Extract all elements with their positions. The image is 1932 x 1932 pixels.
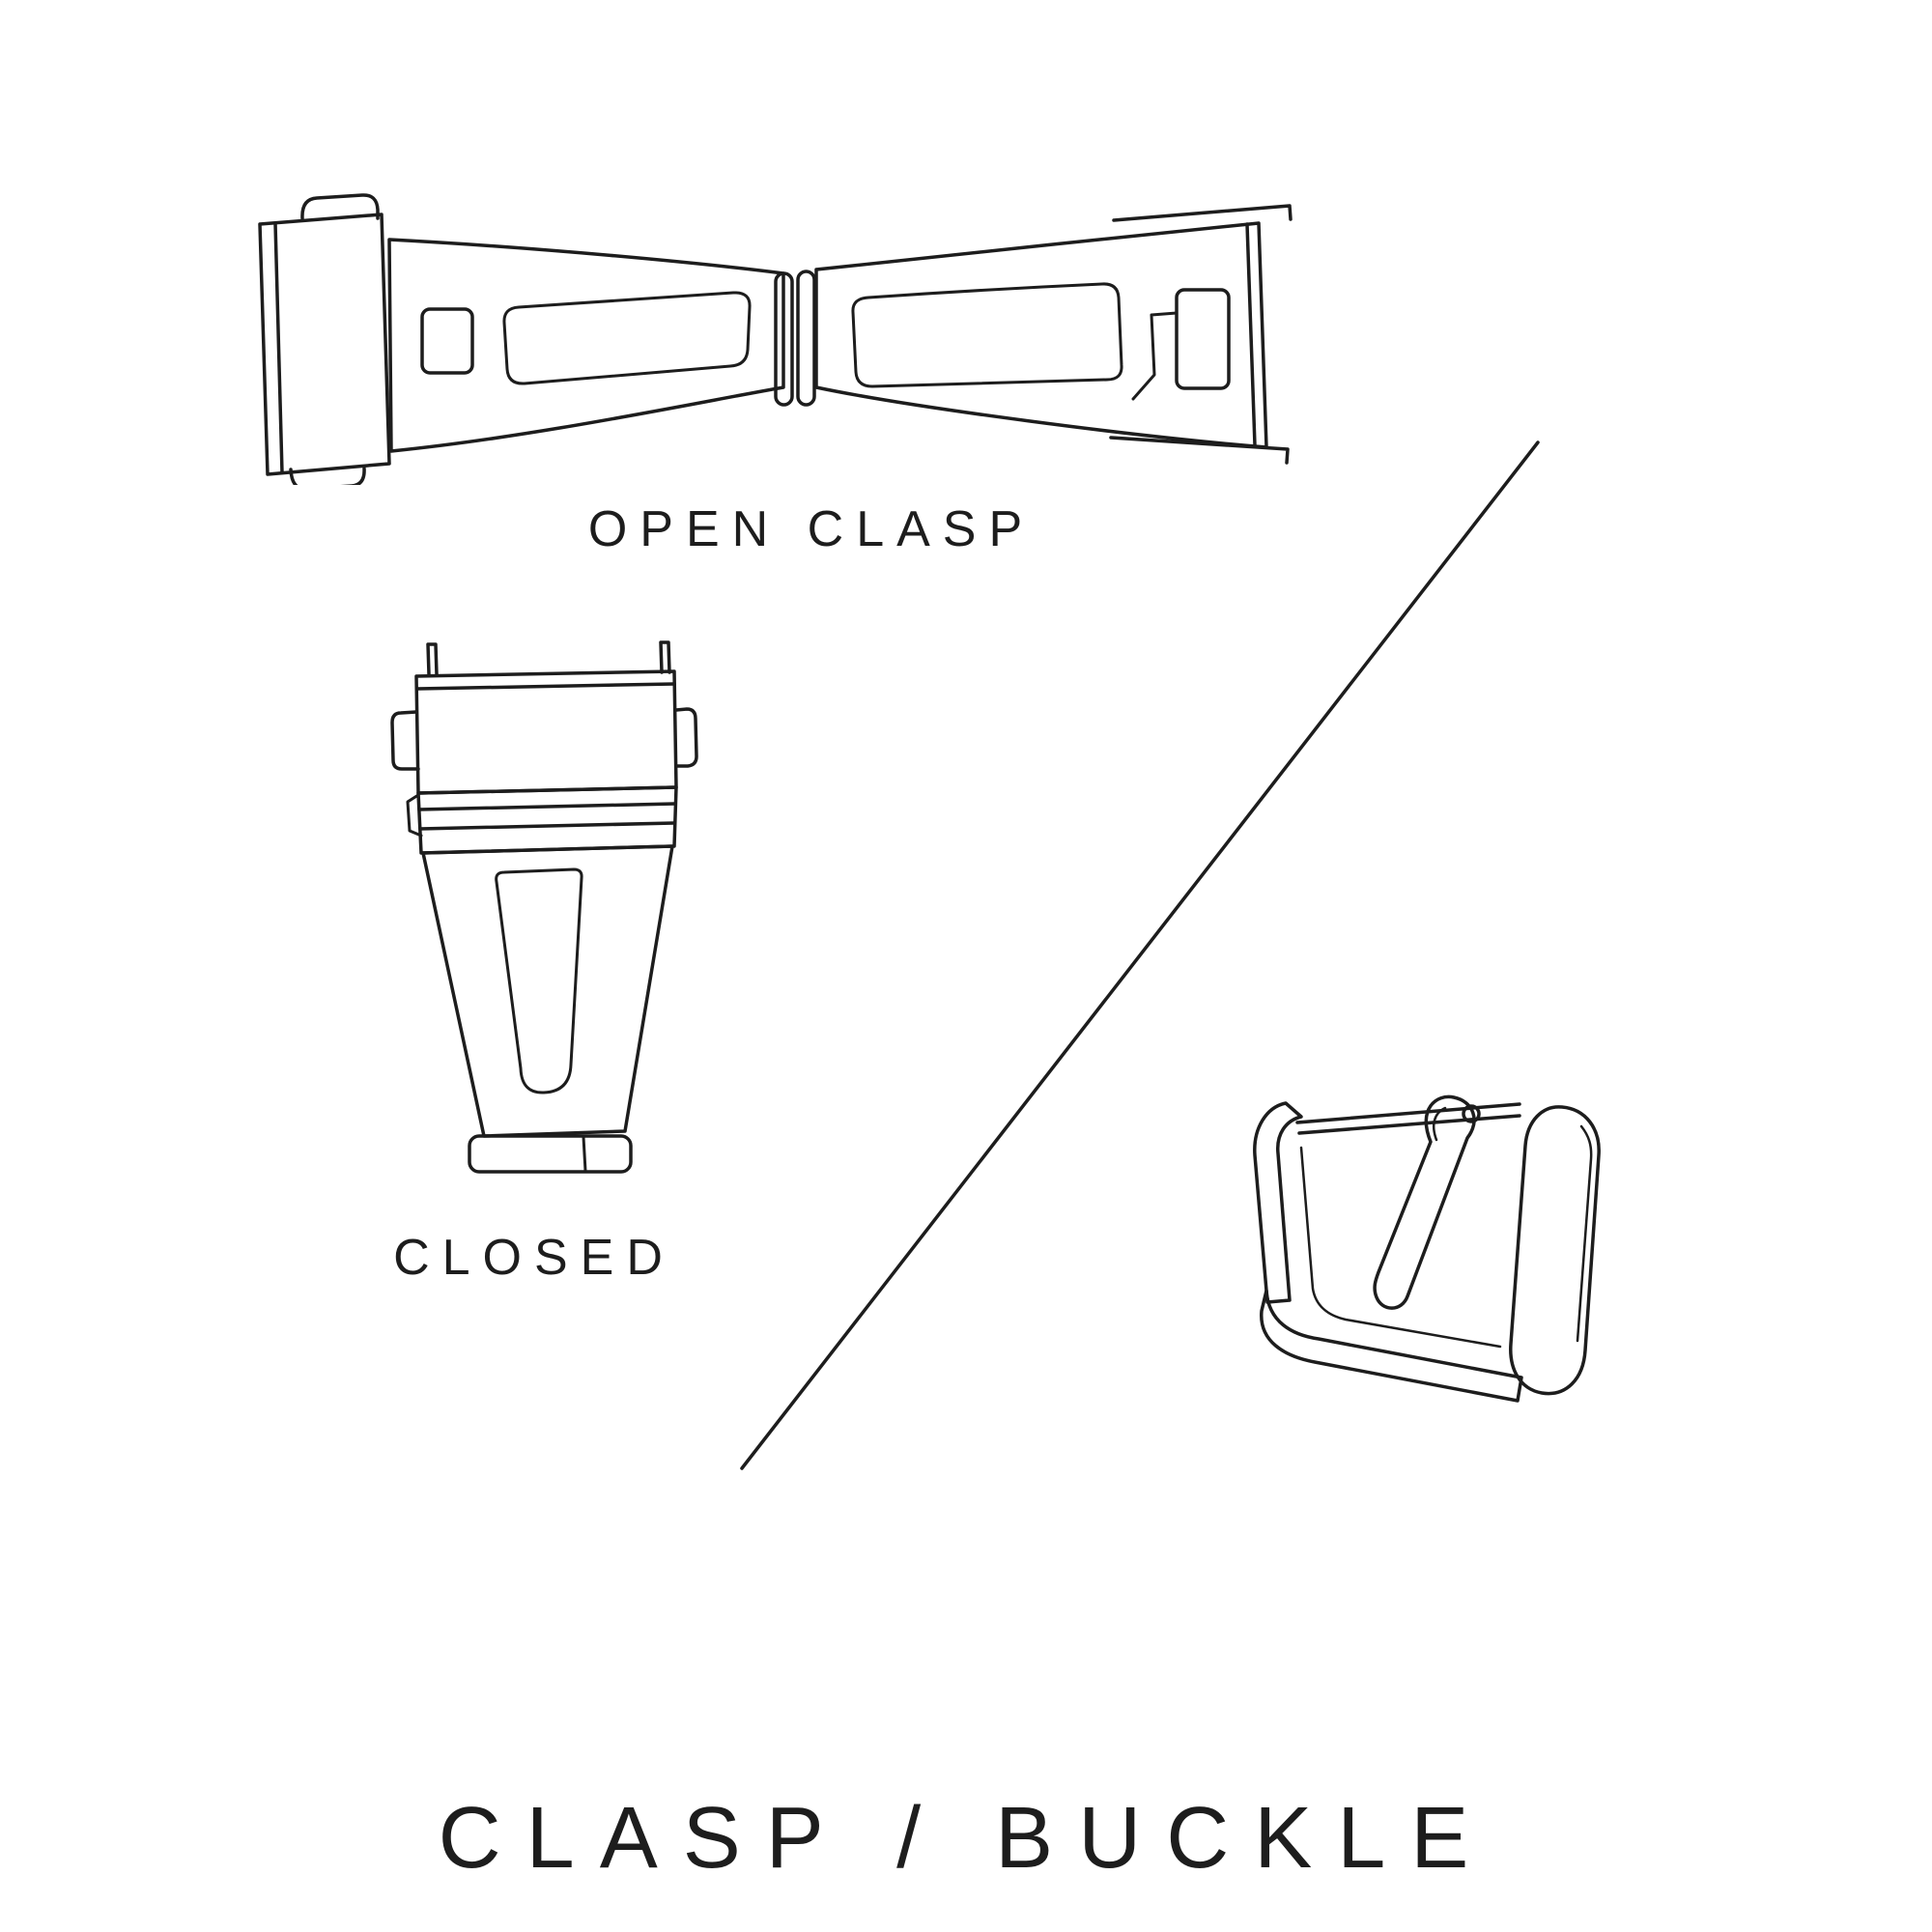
page-title: CLASP / BUCKLE bbox=[438, 1790, 1494, 1887]
open-clasp-illustration bbox=[258, 193, 1293, 485]
closed-clasp-label: CLOSED bbox=[393, 1230, 675, 1286]
closed-clasp-illustration bbox=[390, 640, 698, 1174]
open-clasp-label: OPEN CLASP bbox=[587, 501, 1036, 557]
tang-buckle-illustration bbox=[1253, 1094, 1601, 1403]
